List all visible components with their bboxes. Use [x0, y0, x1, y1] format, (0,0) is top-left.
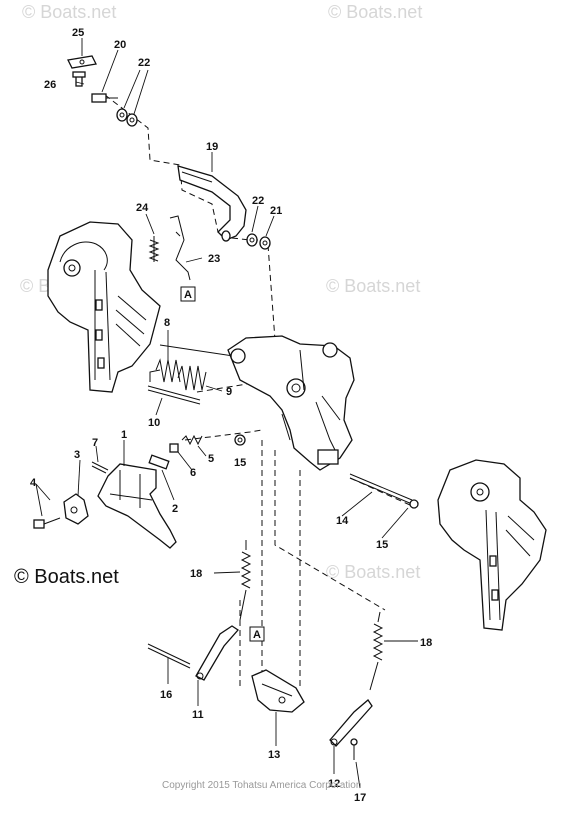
part-18-spring-right [369, 611, 384, 691]
part-23-wire [169, 215, 191, 281]
label-part-7: 7 [92, 437, 98, 449]
label-part-9: 9 [226, 386, 232, 398]
reference-box-a-lower: A [249, 626, 265, 642]
part-26-screw [72, 71, 86, 87]
label-part-10: 10 [148, 417, 160, 429]
part-13-plate [251, 669, 305, 713]
reference-box-a-upper: A [180, 286, 196, 302]
label-part-5: 5 [208, 453, 214, 465]
copyright-notice: Copyright 2015 Tohatsu America Corporati… [162, 780, 362, 791]
watermark-lower-right: © Boats.net [326, 562, 421, 582]
label-part-26: 26 [44, 79, 56, 91]
label-part-18-right: 18 [420, 637, 432, 649]
part-16-rod [147, 643, 191, 669]
label-part-21: 21 [270, 205, 282, 217]
part-17-pin [350, 738, 358, 760]
part-18-spring-left [239, 540, 252, 621]
label-part-3: 3 [74, 449, 80, 461]
part-15-nut-upper [234, 434, 246, 446]
label-part-22-right: 22 [252, 195, 264, 207]
right-clamp-bracket [437, 459, 547, 631]
part-10-rod [147, 385, 201, 405]
part-4-screw [33, 517, 61, 529]
assembly-lines [104, 94, 411, 700]
part-20-bolt [91, 93, 118, 103]
label-part-6: 6 [190, 467, 196, 479]
label-part-12: 12 [328, 778, 340, 790]
watermark-top-left: © Boats.net [22, 2, 117, 22]
part-15-nut-lower [409, 499, 419, 509]
label-part-23: 23 [208, 253, 220, 265]
part-21-22-washers [246, 233, 271, 250]
label-part-11: 11 [192, 709, 204, 721]
label-part-8: 8 [164, 317, 170, 329]
part-1-lever [97, 463, 177, 549]
label-part-14: 14 [336, 515, 349, 527]
label-part-15-lower: 15 [376, 539, 388, 551]
label-part-4: 4 [30, 477, 37, 489]
label-part-25: 25 [72, 27, 84, 39]
label-part-17: 17 [354, 792, 366, 804]
part-12-lever [329, 699, 373, 747]
watermark-dark: © Boats.net [14, 566, 119, 588]
watermark-middle-right: © Boats.net [326, 276, 421, 296]
part-7-pin [91, 461, 109, 474]
part-5-6-pin [169, 434, 203, 453]
part-14-rod [349, 473, 413, 505]
label-part-13: 13 [268, 749, 280, 761]
left-clamp-bracket [47, 221, 161, 393]
part-24-spring [148, 236, 160, 262]
label-part-18-left: 18 [190, 568, 202, 580]
label-part-22-top: 22 [138, 57, 150, 69]
watermark-top-right: © Boats.net [328, 2, 423, 22]
part-labels: 25 20 22 26 19 22 21 24 23 8 9 10 1 7 3 … [30, 27, 432, 804]
swivel-bracket [227, 335, 355, 471]
label-part-2: 2 [172, 503, 178, 515]
label-part-19: 19 [206, 141, 218, 153]
label-part-24: 24 [136, 202, 149, 214]
label-part-1: 1 [121, 429, 127, 441]
label-part-16: 16 [160, 689, 172, 701]
part-22-washers-top [116, 108, 138, 127]
reference-label-a-upper: A [184, 289, 192, 301]
reference-label-a-lower: A [253, 629, 261, 641]
part-3-plate [63, 493, 89, 525]
part-19-bracket [177, 165, 247, 242]
leader-lines [35, 38, 418, 789]
label-part-20: 20 [114, 39, 126, 51]
part-2-pin [148, 454, 170, 470]
label-part-15-upper: 15 [234, 457, 246, 469]
part-25-plate [67, 55, 97, 69]
part-11-lever [195, 625, 239, 681]
